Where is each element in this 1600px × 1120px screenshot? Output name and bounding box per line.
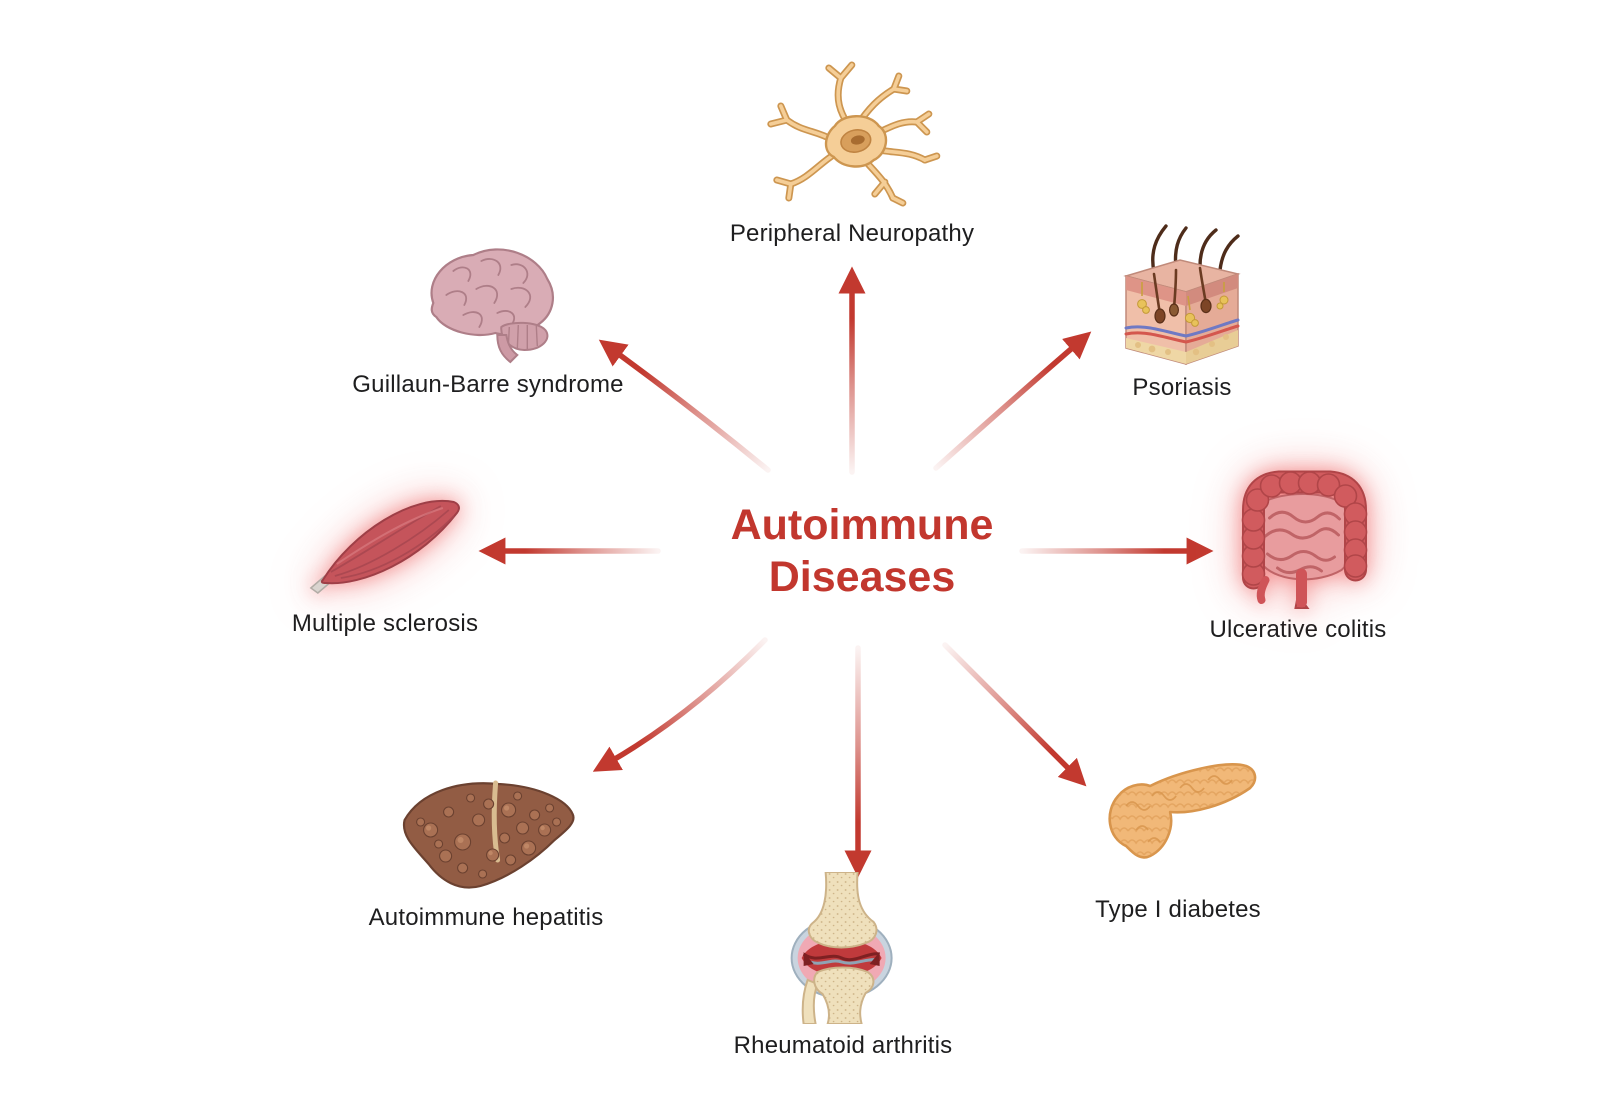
skin-section-icon [1116,224,1248,366]
knee-joint-icon [780,871,906,1025]
brain-icon [413,237,563,365]
disease-node-autoimmune-hepatitis: Autoimmune hepatitis [369,768,604,932]
disease-node-type-1-diabetes: Type I diabetes [1095,750,1261,924]
disease-node-rheumatoid-arthritis: Rheumatoid arthritis [733,871,953,1060]
arrow-center-to-top-right [933,331,1092,471]
neuron-icon [757,58,947,208]
intestine-icon [1214,452,1382,610]
disease-node-peripheral-neuropathy: Peripheral Neuropathy [730,58,974,248]
disease-node-ulcerative-colitis: Ulcerative colitis [1210,452,1387,644]
pancreas-icon [1096,750,1260,868]
disease-label: Autoimmune hepatitis [368,904,604,931]
muscle-icon [301,488,469,594]
disease-node-multiple-sclerosis: Multiple sclerosis [292,488,478,638]
disease-label: Ulcerative colitis [1209,616,1387,643]
arrow-center-to-top-left [598,339,771,473]
disease-label: Psoriasis [1132,374,1232,401]
disease-node-psoriasis: Psoriasis [1116,224,1248,402]
disease-label: Peripheral Neuropathy [729,220,975,247]
arrow-center-to-bottom-right [942,642,1087,787]
liver-icon [393,768,579,896]
diagram-title: Autoimmune Diseases [730,501,994,602]
disease-label: Guillaun-Barre syndrome [352,371,624,398]
disease-node-guillaun-barre-syndrome: Guillaun-Barre syndrome [352,237,623,399]
disease-label: Multiple sclerosis [291,610,479,637]
arrow-center-to-bottom-left [592,637,768,772]
disease-label: Type I diabetes [1095,896,1261,923]
disease-label: Rheumatoid arthritis [733,1032,953,1059]
